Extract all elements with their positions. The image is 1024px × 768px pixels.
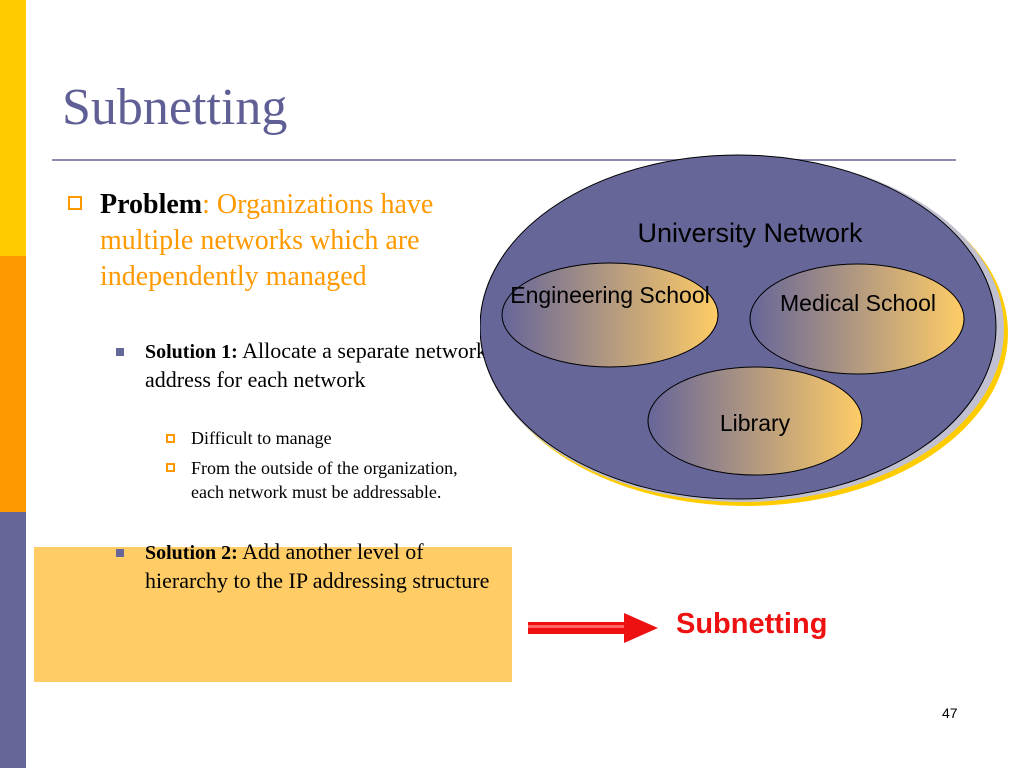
sub-bullet-2: From the outside of the organization, ea…: [191, 458, 458, 502]
node-engineering-school: [501, 262, 719, 368]
university-network-diagram: University Network Engineering School Me…: [480, 150, 1020, 520]
sub-bullet-1: Difficult to manage: [191, 428, 332, 448]
network-ellipse: [480, 154, 997, 500]
bullet-hollow-square-icon: [68, 196, 82, 210]
sub-bullet-icon: [166, 463, 175, 472]
left-bar-purple: [0, 512, 26, 768]
problem-label: Problem: [100, 189, 203, 220]
solution2-label: Solution 2:: [145, 542, 238, 564]
solution1-label: Solution 1:: [145, 341, 238, 363]
right-arrow-icon: [528, 613, 658, 643]
problem-paragraph: Problem: Organizations have multiple net…: [100, 187, 500, 295]
solution2-highlight: [34, 547, 512, 682]
left-bar-orange: [0, 256, 26, 512]
bullet-square-icon: [116, 549, 124, 557]
slide-title: Subnetting: [62, 79, 288, 136]
node-label-medical: Medical School: [780, 290, 936, 316]
network-diagram-svg: [480, 154, 1008, 506]
node-library: [647, 366, 863, 476]
problem-text: : Organizations have multiple networks w…: [100, 189, 434, 292]
node-medical-school: [749, 263, 965, 375]
page-number: 47: [942, 705, 958, 721]
solution2-paragraph: Solution 2: Add another level of hierarc…: [145, 538, 490, 594]
solution2-text: Add another level of hierarchy to the IP…: [145, 539, 490, 593]
node-label-engineering: Engineering School: [510, 282, 710, 308]
network-label: University Network: [637, 218, 863, 248]
bullet-square-icon: [116, 348, 124, 356]
title-divider: [52, 159, 956, 161]
solution1-paragraph: Solution 1: Allocate a separate network …: [145, 337, 490, 393]
node-label-library: Library: [719, 410, 791, 436]
left-bar-yellow: [0, 0, 26, 256]
solution1-text: Allocate a separate network address for …: [145, 338, 488, 392]
sub-bullet-icon: [166, 434, 175, 443]
subnetting-callout: Subnetting: [676, 608, 828, 640]
